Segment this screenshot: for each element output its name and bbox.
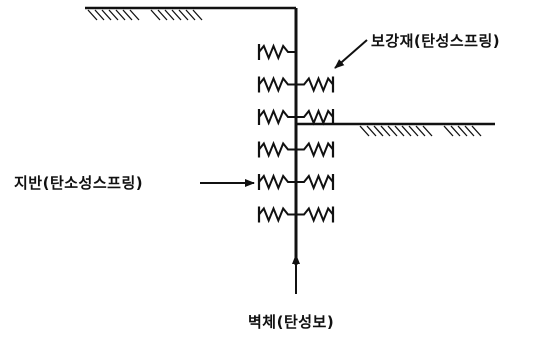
brace-springs [296,75,335,224]
ground-hatch-mark [129,9,140,21]
ground-hatch-mark [401,125,412,137]
ground-hatch-mark [115,9,126,21]
ground-spring [257,108,296,126]
ground-springs [257,43,296,224]
ground-hatch-mark [450,125,461,137]
ground-hatch-mark [457,125,468,137]
ground-hatch-mark [471,125,482,137]
ground-spring [257,75,296,94]
ground-hatch-mark [408,125,419,137]
ground-hatch-mark [150,9,161,21]
ground-spring [257,173,296,191]
wall-label: 벽체(탄성보) [248,313,335,331]
ground-hatch-mark [394,125,405,137]
ground-hatch-mark [157,9,168,21]
brace-label: 보강재(탄성스프링) [371,32,501,50]
ground-hatch-mark [415,125,426,137]
brace-spring [296,75,335,94]
ground-hatch-mark [171,9,182,21]
excavation-ground-surface [296,122,495,137]
ground-hatch-mark [192,9,203,21]
ground-hatch-mark [380,125,391,137]
ground-spring [257,205,296,224]
ground-label: 지반(탄소성스프링) [14,174,144,192]
ground-hatch-mark [359,125,370,137]
ground-hatch-mark [87,9,98,21]
brace-spring [296,173,335,191]
ground-hatch-mark [108,9,119,21]
ground-spring [257,140,296,159]
brace-spring [296,205,335,224]
ground-hatch-mark [464,125,475,137]
ground-hatch-mark [422,125,433,137]
ground-hatch-mark [122,9,133,21]
ground-hatch-mark [94,9,105,21]
brace-spring [296,108,335,126]
ground-hatch-mark [164,9,175,21]
ground-hatch-mark [185,9,196,21]
brace-spring [296,140,335,159]
brace-arrow [334,39,368,69]
ground-hatch-mark [373,125,384,137]
ground-hatch-mark [387,125,398,137]
ground-hatch-mark [443,125,454,137]
top-ground-surface [85,6,296,21]
ground-hatch-mark [101,9,112,21]
ground-spring [257,43,296,61]
ground-hatch-mark [366,125,377,137]
ground-hatch-mark [178,9,189,21]
